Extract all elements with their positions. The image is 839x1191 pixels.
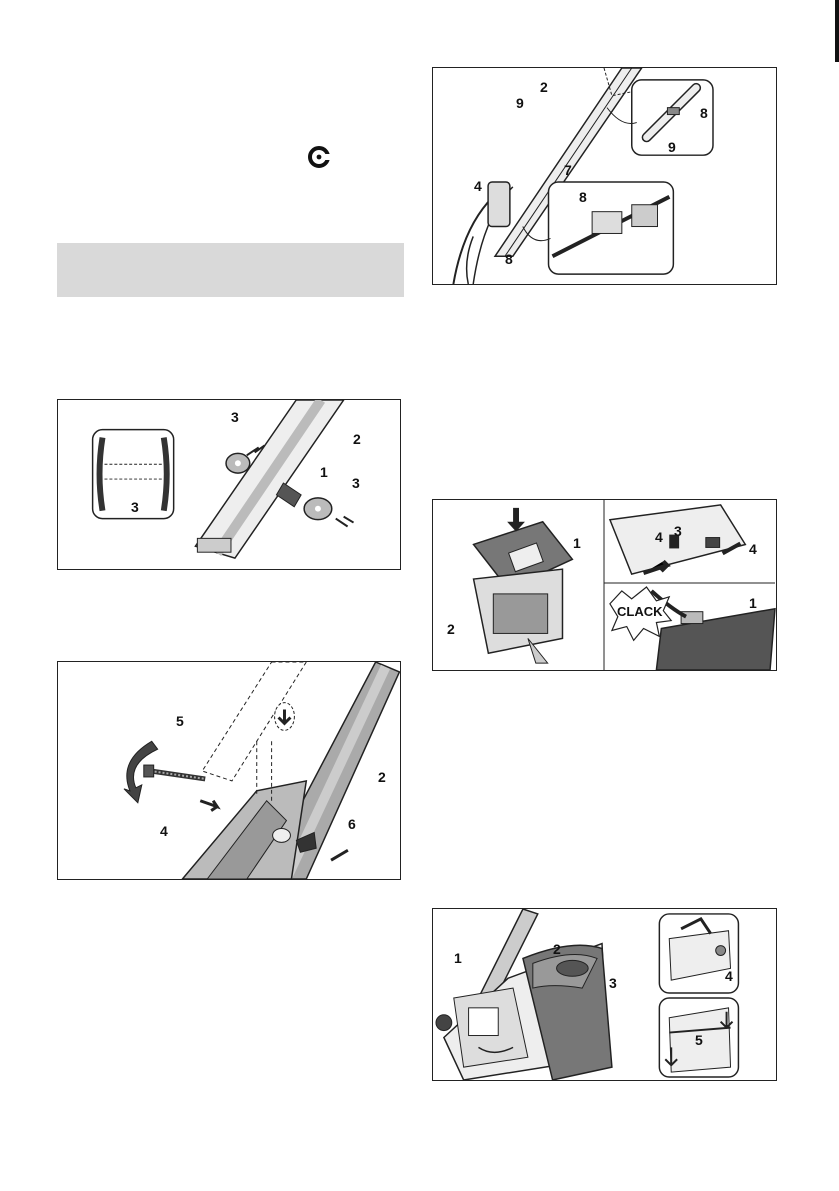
label-3-left: 3 [231,410,239,424]
label-1-left: 1 [573,536,581,550]
c-circle-icon [308,146,330,168]
label-2: 2 [353,432,361,446]
mower-catcher-drawing [433,909,776,1080]
figure-handle-cable: 2 9 7 4 8 8 9 8 [432,67,777,285]
label-9: 9 [516,96,524,110]
label-3-inset: 3 [131,500,139,514]
label-7: 7 [564,163,572,177]
label-4-right: 4 [749,542,757,556]
label-6: 6 [348,817,356,831]
label-8-inset-bottom: 8 [579,190,587,204]
section-heading-band [57,243,404,297]
clack-text: CLACK [617,604,663,619]
handle-cable-drawing [433,68,776,284]
grass-catcher-drawing [433,500,776,670]
figure-grass-catcher: 1 2 4 3 4 1 CLACK [432,499,777,671]
label-8-inset-top: 8 [700,106,708,120]
label-2: 2 [447,622,455,636]
label-3: 3 [609,976,617,990]
label-1-right: 1 [749,596,757,610]
label-4-left: 4 [655,530,663,544]
figure-mower-catcher: 1 2 3 4 5 [432,908,777,1081]
label-9-inset-top: 9 [668,140,676,154]
label-8-main: 8 [505,252,513,266]
label-4: 4 [474,179,482,193]
page-edge-tab [835,0,839,62]
label-4: 4 [160,824,168,838]
label-1: 1 [454,951,462,965]
label-3-right: 3 [352,476,360,490]
label-1: 1 [320,465,328,479]
tube-spacer-drawing [58,400,400,569]
label-5: 5 [695,1033,703,1047]
label-2: 2 [553,942,561,956]
label-5: 5 [176,714,184,728]
handle-bolt-drawing [58,662,400,879]
label-2: 2 [540,80,548,94]
label-4: 4 [725,969,733,983]
label-2: 2 [378,770,386,784]
figure-tube-spacer: 3 2 3 1 3 [57,399,401,570]
figure-handle-bolt: 5 2 6 4 [57,661,401,880]
label-3: 3 [674,524,682,538]
